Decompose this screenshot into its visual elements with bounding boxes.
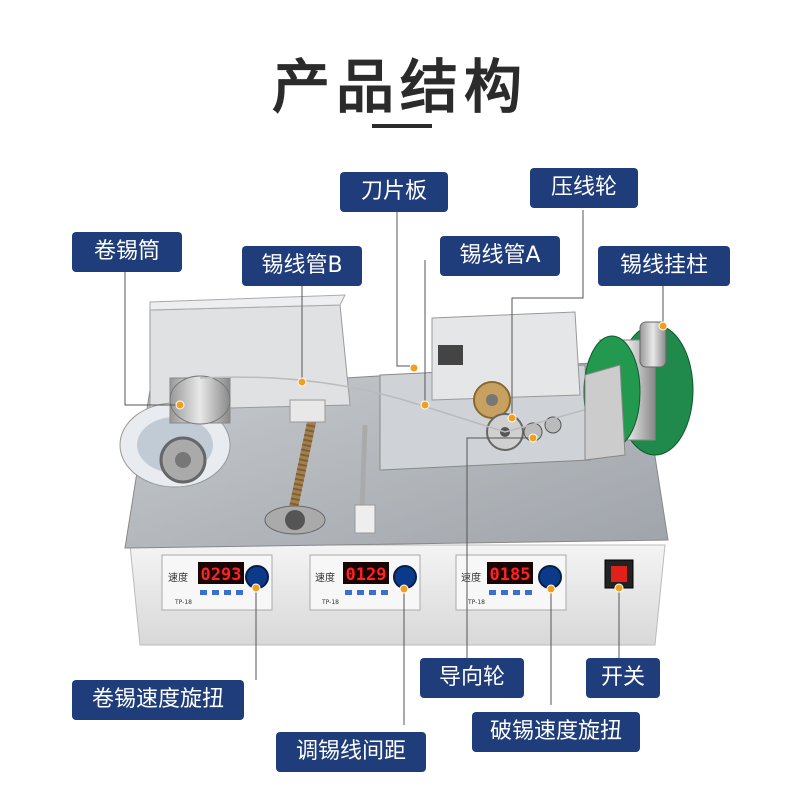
panel-1-model: TP-18 [174,599,192,606]
label-wire-post: 锡线挂柱 [598,246,730,286]
control-panel-3 [455,554,567,611]
leader-winding-drum [124,270,180,406]
panel-2-display: 0129 [346,565,387,585]
panel-2-model: TP-18 [321,599,339,606]
title-underline [372,124,432,128]
label-winding-speed-knob: 卷锡速度旋扭 [72,680,244,720]
marker-guide-wheel [528,433,538,443]
panel-3-model: TP-18 [467,599,485,606]
marker-tin-tube-a [420,400,430,410]
marker-wire-post [658,321,668,331]
label-winding-drum: 卷锡筒 [72,232,182,272]
label-tin-tube-a: 锡线管A [440,236,560,276]
marker-switch [614,583,624,593]
marker-press-wheel [507,413,517,423]
label-press-wheel: 压线轮 [530,168,638,208]
label-blade-plate: 刀片板 [340,172,448,212]
leader-guide-wheel [466,437,533,660]
label-tin-tube-b: 锡线管B [242,246,362,286]
label-spacing-adjust: 调锡线间距 [276,732,426,772]
marker-breaking-speed [546,584,556,594]
label-guide-wheel: 导向轮 [420,658,524,698]
cutter-box [431,311,581,401]
panel-3-display: 0185 [490,565,531,585]
page-title: 产品结构 [271,53,528,121]
panel-1-label: 速度 [168,571,188,584]
marker-spacing-adjust [399,584,409,594]
panel-2-label: 速度 [315,571,335,584]
label-switch: 开关 [586,658,660,698]
label-breaking-speed-knob: 破锡速度旋扭 [472,712,640,752]
leader-press-wheel [511,210,584,416]
marker-tin-tube-b [297,377,307,387]
marker-winding-drum [175,400,185,410]
leader-blade-plate [396,212,414,367]
panel-3-label: 速度 [461,571,481,584]
marker-blade-plate [409,363,419,373]
control-panel-2 [309,554,421,611]
marker-winding-speed [251,583,261,593]
wire-post [639,321,667,368]
panel-1-display: 0293 [201,565,242,585]
control-panel-1 [161,554,273,611]
